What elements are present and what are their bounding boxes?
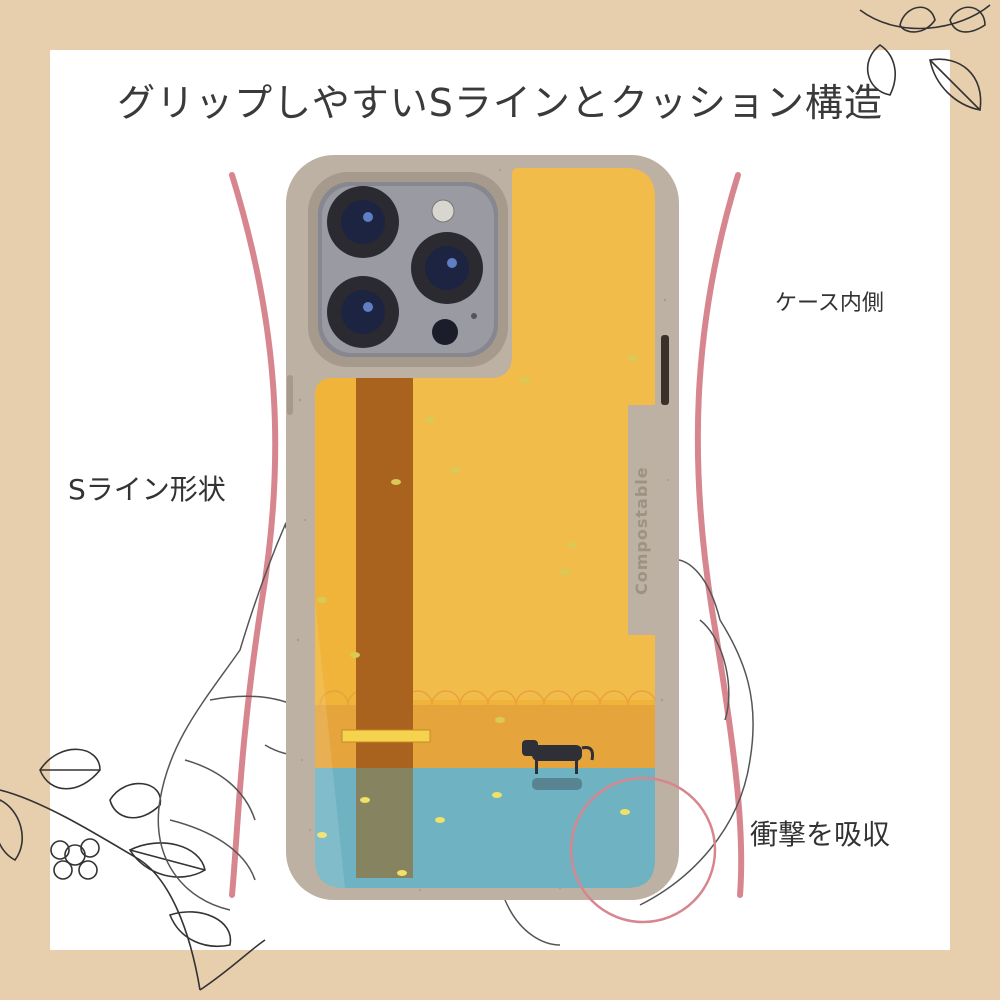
lidar-sensor [432, 319, 458, 345]
label-case-inner: ケース内側 [775, 291, 884, 316]
s-line-left [229, 172, 279, 898]
label-impact-absorb: 衝撃を吸収 [750, 818, 891, 851]
flash-icon [431, 199, 455, 223]
case-print-text: Compostable [632, 466, 651, 595]
camera-lens [327, 186, 399, 258]
camera-module [308, 172, 508, 367]
s-line-right [694, 172, 745, 898]
page-title: グリップしやすいSラインとクッション構造 [117, 81, 883, 125]
label-s-line: Sライン形状 [68, 473, 226, 506]
camera-lens [327, 276, 399, 348]
leaf-decoration-bottom-left [0, 748, 266, 991]
phone-case: Compostable [286, 155, 679, 900]
leaf-decoration-top-right [859, 4, 991, 111]
impact-highlight-circle [569, 776, 717, 924]
camera-lens [411, 232, 483, 304]
cat-figure [522, 740, 594, 774]
